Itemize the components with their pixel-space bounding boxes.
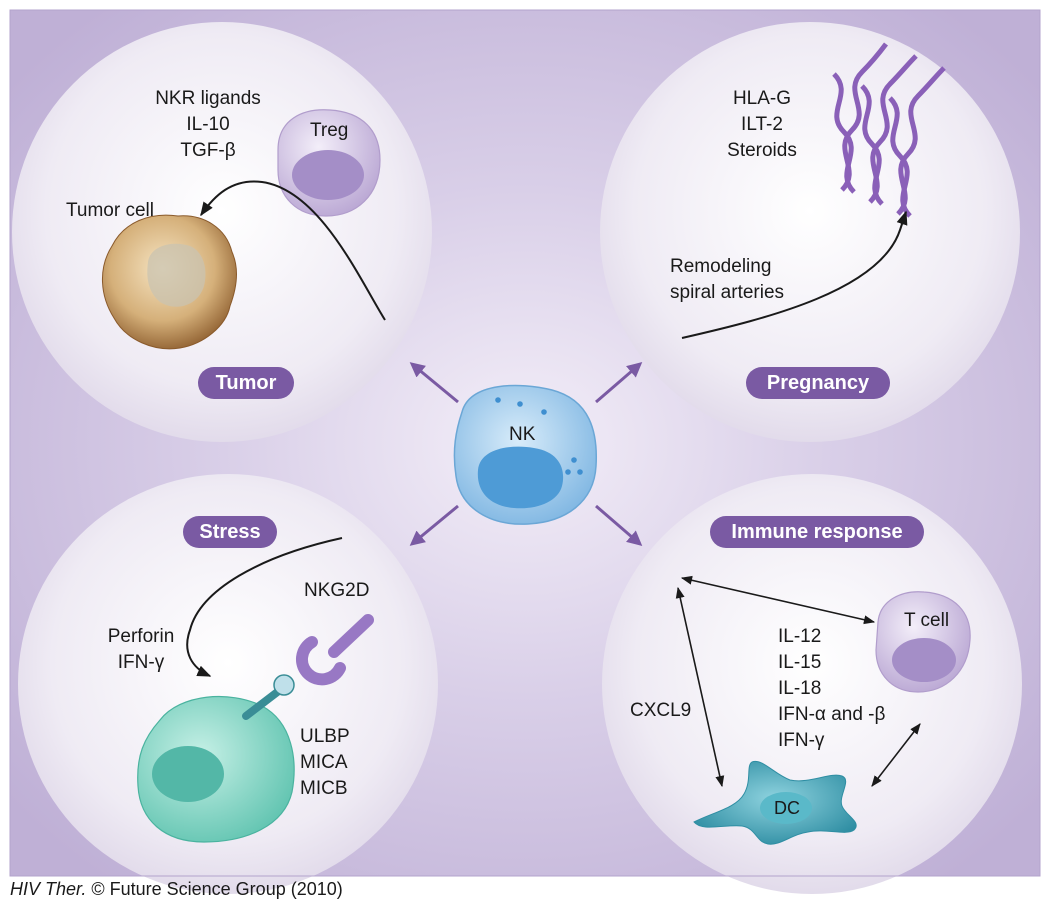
tumor-cell [101,214,237,350]
stress-ligand-list: ULBP MICA MICB [300,724,350,802]
frame-border [9,9,1041,877]
nk-cell [453,384,598,525]
ligand-mica: MICA [300,752,348,773]
cytokine-ifn-gamma: IFN-γ [778,730,825,751]
nkg2d-label: NKG2D [304,580,370,601]
credit-journal: HIV Ther. [10,879,87,899]
ligand-micb: MICB [300,778,348,799]
treg-cell [277,109,381,217]
cytokine-il12: IL-12 [778,626,822,647]
cytokine-ifn-alpha-beta: IFN-α and -β [778,704,886,725]
dc-label: DC [774,798,800,818]
arrow-cxcl9-to-tcell [680,575,876,625]
nk-label: NK [509,424,536,445]
cytokine-il18: IL-18 [778,678,822,699]
pregnancy-factor-hla-g: HLA-G [732,88,792,109]
arrow-to-immune [595,504,643,546]
tumor-title-badge: Tumor [198,367,294,399]
arrow-to-stress [409,504,459,546]
tumor-factor-nkr-ligands: NKR ligands [155,88,261,109]
copyright-credit: HIV Ther. © Future Science Group (2010) [10,879,343,900]
pregnancy-factor-list: HLA-G ILT-2 Steroids [712,86,812,164]
t-cell-label: T cell [904,610,950,631]
ligand-stalk [242,686,284,720]
effector-ifn-gamma: IFN-γ [117,652,165,673]
arrow-cxcl9-to-dc [675,586,725,788]
tumor-suppression-curve [200,180,386,321]
stress-curve [186,537,343,677]
pregnancy-title-badge: Pregnancy [746,367,890,399]
arrow-to-tumor [409,362,459,404]
stress-circle [18,474,438,894]
remodeling-line-2: spiral arteries [670,282,785,303]
nkg2d-receptor-icon [295,614,374,686]
pregnancy-factor-steroids: Steroids [727,140,797,161]
stress-title-badge: Stress [183,516,277,548]
spiral-arteries-icon [832,42,946,218]
arrow-dc-to-tcell [871,723,921,787]
tumor-factor-tgfb: TGF-β [180,140,236,161]
treg-label: Treg [310,120,349,141]
cxcl9-label: CXCL9 [630,700,692,721]
tumor-factor-il10: IL-10 [186,114,230,135]
pregnancy-factor-ilt2: ILT-2 [741,114,783,135]
effector-perforin: Perforin [107,626,175,647]
remodeling-label: Remodeling spiral arteries [670,254,784,306]
tumor-factor-list: NKR ligands IL-10 TGF-β [128,86,288,164]
immune-cytokine-list: IL-12 IL-15 IL-18 IFN-α and -β IFN-γ [778,624,885,754]
ligand-head [273,674,295,696]
cytokine-il15: IL-15 [778,652,822,673]
remodeling-line-1: Remodeling [670,256,772,277]
stress-cell [137,695,295,843]
stress-effector-list: Perforin IFN-γ [96,624,186,676]
dendritic-cell [693,760,857,845]
remodeling-arrow [681,210,908,339]
credit-rest: © Future Science Group (2010) [86,879,343,899]
tumor-cell-label: Tumor cell [66,200,154,221]
arrow-to-pregnancy [595,362,643,404]
immune-title-badge: Immune response [710,516,924,548]
ligand-ulbp: ULBP [300,726,350,747]
t-cell [875,591,971,693]
